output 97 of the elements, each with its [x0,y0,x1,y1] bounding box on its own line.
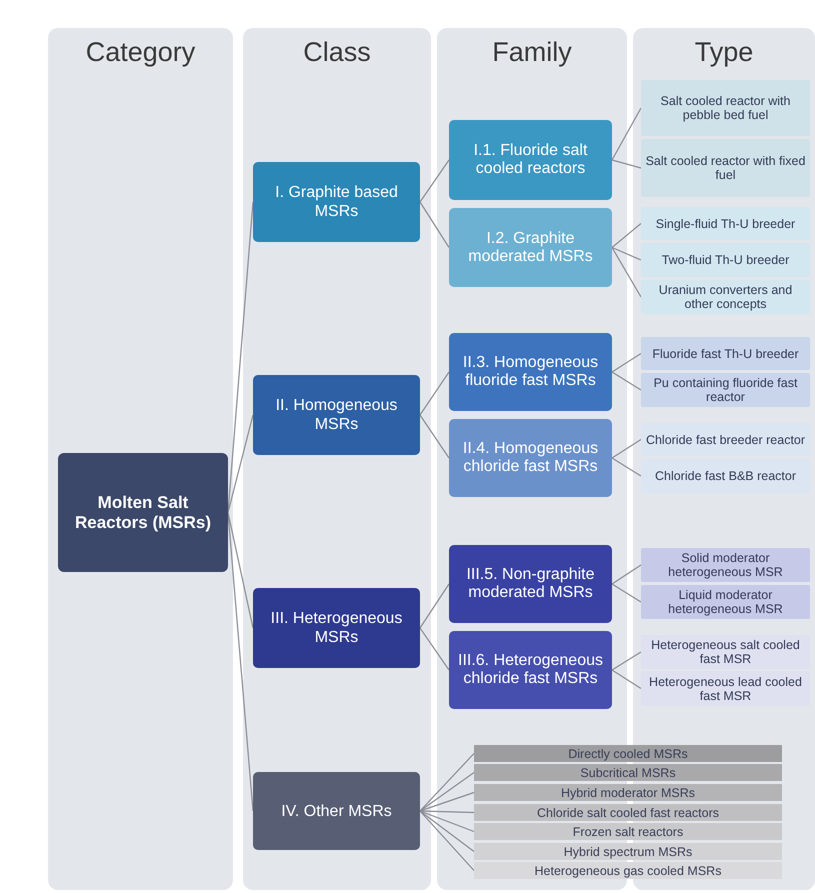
node-label: Salt cooled reactor with fixed fuel [644,154,806,182]
class-box [253,772,420,850]
node-label: I. Graphite based MSRs [274,183,399,221]
connector-line [612,584,642,602]
connector-line [420,810,474,852]
node-label: Pu containing fluoride fast reactor [652,376,798,404]
node-label: III.5. Non-graphite moderated MSRs [465,566,596,602]
node-label: Chloride fast B&B reactor [654,469,796,483]
node-label: Frozen salt reactors [572,824,684,840]
other-type-bar [474,784,782,801]
type-box [641,80,810,136]
column-band [48,28,233,890]
type-box [641,280,810,314]
category-box [58,453,228,572]
family-box [449,333,612,411]
connector-line [611,247,642,298]
connector-line [227,414,254,513]
connector-line [611,108,642,160]
connector-line [612,372,642,390]
node-label: Hybrid moderator MSRs [560,784,696,800]
node-label: Heterogeneous lead cooled fast MSR [648,674,803,702]
other-type-bar [474,804,782,821]
node-label: III.6. Heterogeneous chloride fast MSRs [457,652,604,688]
type-box [641,139,810,197]
connector-line [612,652,642,670]
connector-line [612,458,642,476]
connector-line [420,628,450,670]
node-label: III. Heterogeneous MSRs [270,609,404,647]
column-heading: Family [492,36,572,68]
class-box [253,588,420,668]
column-heading: Class [303,36,371,68]
connector-line [420,584,450,628]
column-band [243,28,431,890]
type-box [641,373,810,407]
connector-line [612,159,642,169]
type-box [641,635,810,669]
connector-line [420,202,450,248]
connector-line [612,670,642,689]
connector-line [420,792,474,812]
node-label: Directly cooled MSRs [568,746,688,762]
node-label: Fluoride fast Th-U breeder [652,346,799,360]
node-label: Liquid moderator heterogeneous MSR [667,588,784,616]
type-box [641,548,810,582]
node-label: Single-fluid Th-U breeder [656,216,796,230]
connector-line [420,753,474,812]
type-box [641,337,810,370]
connector-line [227,512,254,812]
connector-line [227,512,254,628]
column-heading: Type [694,36,754,68]
connector-line [420,772,474,812]
class-box [253,162,420,242]
node-label: Heterogeneous gas cooled MSRs [534,862,722,878]
node-label: II.4. Homogeneous chloride fast MSRs [462,440,600,476]
connector-line [612,223,642,248]
other-type-bar [474,843,782,860]
connector-line [420,414,450,458]
node-label: I.2. Graphite moderated MSRs [467,230,594,266]
family-box [449,419,612,497]
type-box [641,207,810,240]
node-label: Solid moderator heterogeneous MSR [667,551,784,579]
connector-line [612,564,642,584]
family-box [449,631,612,709]
node-label: Hybrid spectrum MSRs [564,844,692,860]
node-label: I.1. Fluoride salt cooled reactors [472,142,588,178]
type-box [641,459,810,493]
node-label: Molten Salt Reactors (MSRs) [74,492,212,532]
node-label: Chloride fast breeder reactor [646,432,806,446]
type-box [641,585,810,619]
other-type-bar [474,764,782,781]
connector-line [420,372,450,416]
node-label: Heterogeneous salt cooled fast MSR [650,638,801,666]
node-label: Subcritical MSRs [580,764,676,780]
family-box [449,120,612,200]
family-box [449,208,612,287]
other-type-bar [474,823,782,840]
other-type-bar [474,745,782,762]
node-label: II.3. Homogeneous fluoride fast MSRs [462,354,600,390]
node-label: Salt cooled reactor with pebble bed fuel [660,94,792,122]
other-type-bar [474,862,782,879]
connector-line [420,160,450,202]
connector-line [612,246,642,261]
column-heading: Category [86,36,196,68]
connector-line [612,439,642,458]
connector-line [420,810,474,871]
type-box [641,243,810,277]
connector-line [420,810,474,814]
family-box [449,545,612,623]
node-label: II. Homogeneous MSRs [274,396,398,434]
class-box [253,375,420,455]
type-box [641,423,810,456]
connector-line [612,353,642,372]
type-box [641,671,810,706]
connector-line [420,810,474,832]
node-label: Chloride salt cooled fast reactors [536,804,720,820]
node-label: IV. Other MSRs [281,802,392,820]
node-label: Uranium converters and other concepts [658,283,794,311]
node-label: Two-fluid Th-U breeder [662,253,790,267]
